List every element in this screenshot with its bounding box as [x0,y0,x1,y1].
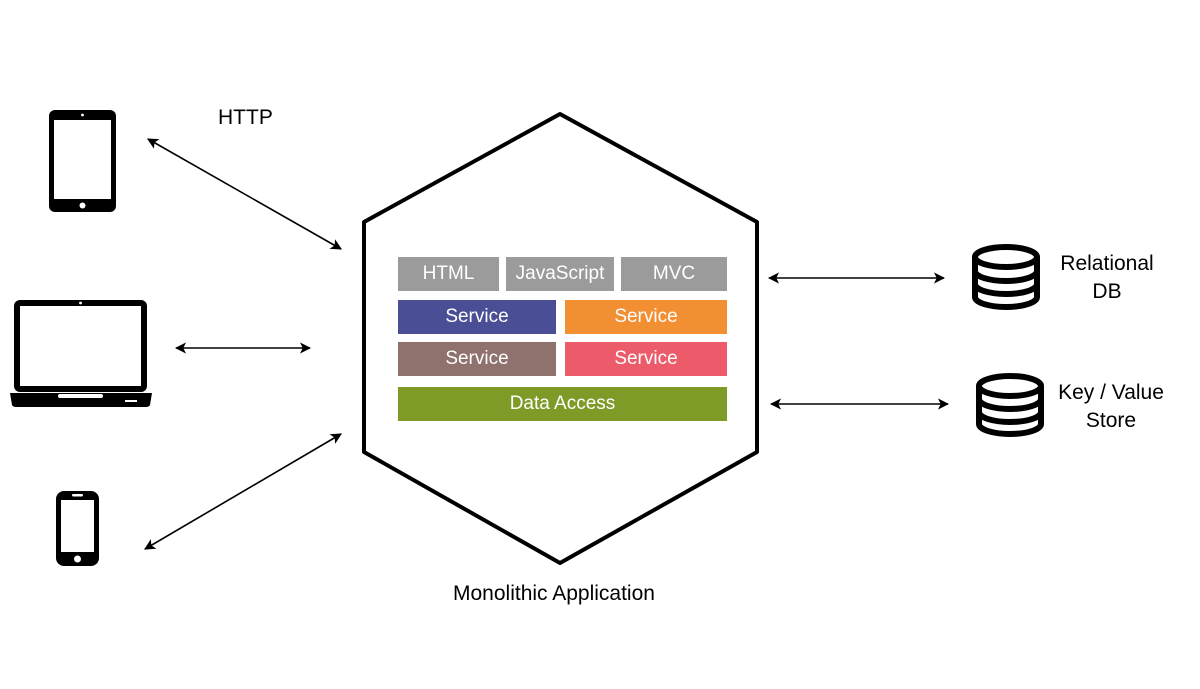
relational-db-database-icon [972,244,1040,310]
http-label: HTTP [218,106,273,129]
service-box: Service [398,300,556,334]
tablet-icon [49,110,116,212]
relational-db-label-line2: DB [1092,280,1122,303]
mvc-layer-box: MVC [621,257,727,291]
service-box: Service [398,342,556,376]
phone-arrow [144,433,342,550]
key-value-store-database-icon [976,373,1044,437]
monolith-hexagon [362,112,759,565]
laptop-icon [10,300,152,407]
monolith-caption: Monolithic Application [453,582,655,605]
tablet-http-arrow [147,138,342,250]
key-value-store-label: Key / Value Store [1050,379,1172,435]
html-layer-box: HTML [398,257,499,291]
service-box: Service [565,342,727,376]
javascript-layer-box: JavaScript [506,257,614,291]
key-value-store-label-line1: Key / Value [1058,381,1164,404]
service-box: Service [565,300,727,334]
relational-db-label: Relational DB [1052,250,1162,306]
phone-icon [56,491,99,566]
relational-db-label-line1: Relational [1060,252,1154,275]
key-value-store-label-line2: Store [1085,409,1137,432]
data-access-box: Data Access [398,387,727,421]
